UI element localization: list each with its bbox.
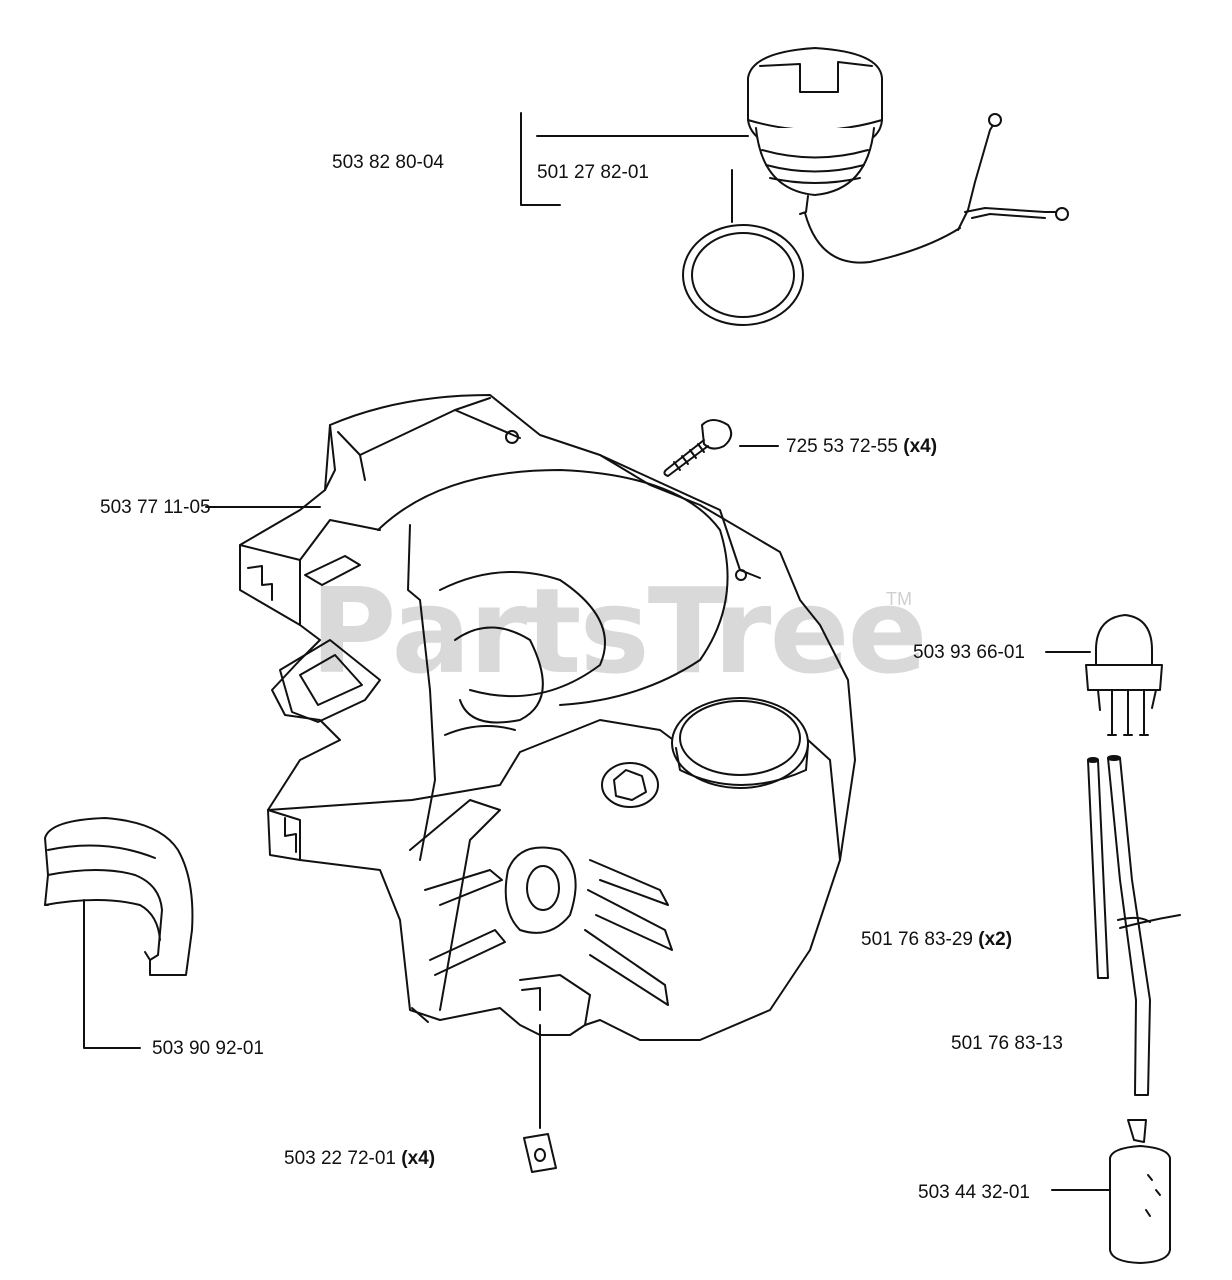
part-number: 503 77 11-05 [100, 497, 211, 518]
part-label-fuel-hose-long: 501 76 83-13 [951, 1034, 1063, 1053]
fuel-hose-short-part [1087, 757, 1109, 979]
part-number: 503 93 66-01 [913, 642, 1025, 663]
part-label-fuel-tank: 503 77 11-05 [100, 498, 211, 517]
part-number: 725 53 72-55 [786, 436, 898, 457]
part-label-damper: 503 90 92-01 [152, 1039, 264, 1058]
part-label-nut: 503 22 72-01 (x4) [284, 1149, 435, 1168]
part-number: 501 27 82-01 [537, 162, 649, 183]
part-number: 503 90 92-01 [152, 1038, 264, 1059]
part-quantity: (x4) [401, 1148, 436, 1169]
part-number: 501 76 83-29 [861, 929, 973, 950]
part-number: 503 82 80-04 [332, 152, 444, 173]
nut-part [523, 1133, 557, 1173]
part-label-fuel-cap-seal: 501 27 82-01 [537, 163, 649, 182]
part-label-primer-bulb: 503 93 66-01 [913, 643, 1025, 662]
screw-part [663, 419, 733, 477]
part-label-fuel-cap: 503 82 80-04 [332, 153, 444, 172]
fuel-cap-part [747, 47, 1069, 264]
part-quantity: (x2) [978, 929, 1013, 950]
part-number: 503 44 32-01 [918, 1182, 1030, 1203]
fuel-hose-long-part [1107, 755, 1181, 1096]
part-label-fuel-filter: 503 44 32-01 [918, 1183, 1030, 1202]
part-quantity: (x4) [903, 436, 938, 457]
part-label-fuel-hose-short: 501 76 83-29 (x2) [861, 930, 1012, 949]
damper-part [44, 817, 194, 976]
watermark-text: PartsTree [310, 562, 928, 700]
part-label-screw: 725 53 72-55 (x4) [786, 437, 937, 456]
primer-bulb-part [1085, 614, 1163, 736]
part-number: 503 22 72-01 [284, 1148, 396, 1169]
fuel-filter-part [1109, 1119, 1171, 1264]
fuel-tank-part [239, 394, 856, 1041]
part-number: 501 76 83-13 [951, 1033, 1063, 1054]
fuel-cap-seal-ring [682, 224, 804, 326]
trademark-mark: TM [886, 589, 912, 609]
